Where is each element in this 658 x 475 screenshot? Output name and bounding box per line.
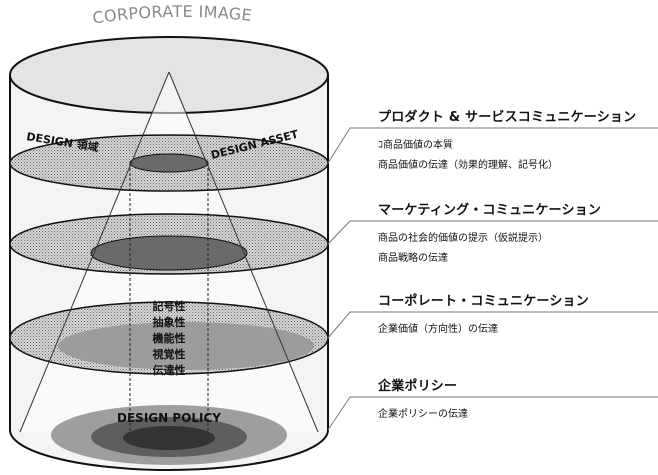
attribute-3: 機能性: [153, 331, 186, 345]
diagram-title: CORPORATE IMAGE: [91, 2, 253, 28]
attribute-5: 伝達性: [153, 363, 186, 377]
level-items: ｺ商品価値の本質 商品価値の伝達（効果的理解、記号化）: [378, 136, 558, 176]
connector-policy: [327, 396, 658, 431]
connector-corporate: [327, 311, 658, 339]
level-title: コーポレート・コミュニケーション: [378, 294, 589, 309]
connector-product: [327, 127, 658, 164]
level-items: 企業ポリシーの伝達: [378, 405, 468, 425]
connector-marketing: [327, 220, 658, 245]
level-item: 企業価値（方向性）の伝達: [378, 324, 498, 335]
design-policy-label: DESIGN POLICY: [117, 411, 221, 425]
attribute-2: 抽象性: [153, 315, 186, 329]
level-items: 商品の社会的価値の提示（仮説提示） 商品戦略の伝達: [378, 229, 548, 269]
level-title: プロダクト & サービスコミュニケーション: [378, 110, 637, 125]
level-item: 企業ポリシーの伝達: [378, 409, 468, 420]
attribute-4: 視覚性: [152, 347, 186, 361]
base-inner: [123, 426, 215, 450]
cone-right-edge: [168, 71, 319, 433]
level-items: 企業価値（方向性）の伝達: [378, 320, 498, 340]
level-title: 企業ポリシー: [378, 379, 458, 394]
level-item: 商品の社会的価値の提示（仮説提示）: [378, 233, 548, 244]
level-title: マーケティング・コミュニケーション: [378, 203, 602, 218]
level-item: 商品価値の伝達（効果的理解、記号化）: [378, 160, 558, 171]
cone-left-edge: [19, 71, 170, 433]
band-product-core: [129, 153, 209, 173]
level-item: ｺ商品価値の本質: [378, 140, 453, 151]
band-corporate-core: [58, 322, 314, 370]
level-item: 商品戦略の伝達: [378, 253, 448, 264]
attribute-1: 記号性: [153, 299, 186, 313]
band-marketing-core: [90, 235, 248, 271]
